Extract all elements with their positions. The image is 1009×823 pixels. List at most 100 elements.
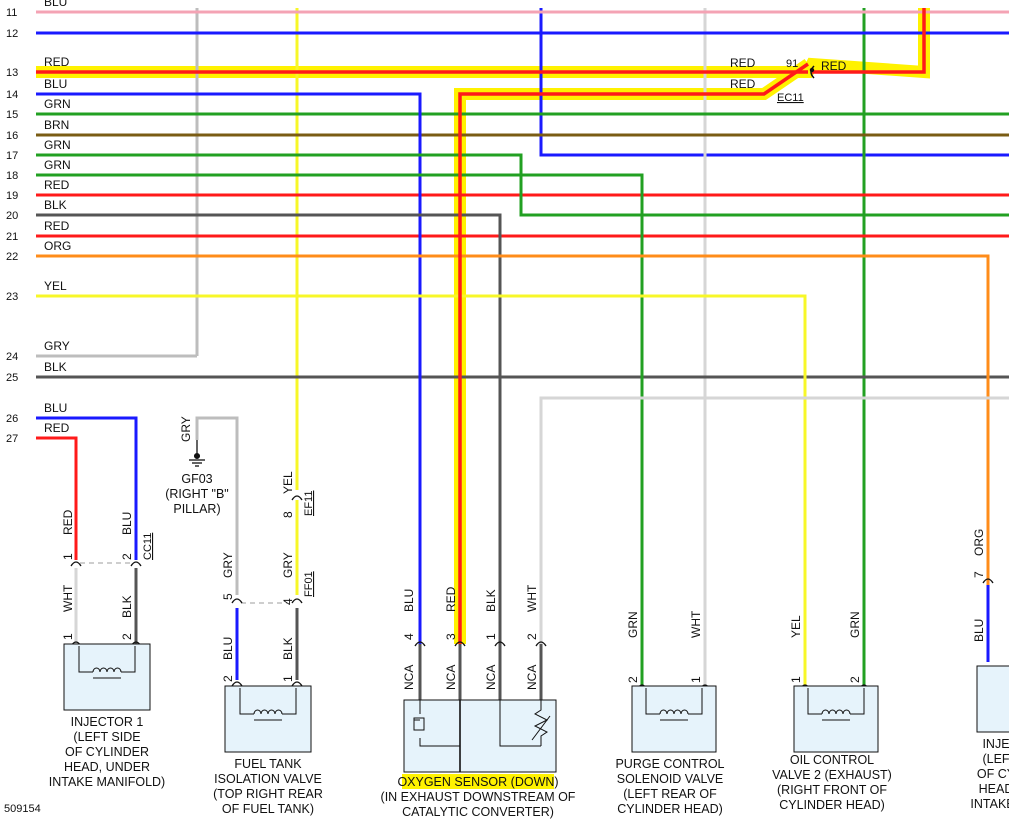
pin-hook-10 — [454, 641, 466, 647]
wire-label-blu-label-inj2: BLU — [972, 619, 986, 642]
component-name-0-line-1: (LEFT SIDE — [73, 730, 140, 744]
component-name-3-line-1: SOLENOID VALVE — [617, 772, 724, 786]
component-name-1-line-0: FUEL TANK — [234, 757, 302, 771]
component-name-5-line-1: (LEF — [982, 752, 1009, 766]
wire-label-pin-1-purge: 1 — [689, 676, 703, 683]
ground-id: GF03 — [181, 472, 212, 486]
wire-label-pin-1-ftiv: 1 — [281, 675, 295, 682]
wire-label-blk-label: BLK — [120, 595, 134, 618]
row-label-13: RED — [44, 55, 70, 69]
wire-label-pin-1-inj: 1 — [61, 633, 75, 640]
wire-org-drop-row22 — [36, 254, 990, 576]
coil-winding-1 — [253, 709, 283, 715]
row-number-18: 18 — [6, 170, 18, 182]
wire-yel-drop-row23 — [36, 294, 807, 680]
component-name-0-line-0: INJECTOR 1 — [71, 715, 144, 729]
ground-symbol — [189, 440, 205, 467]
wire-blu-drop-row14 — [36, 92, 422, 644]
component-name-5-line-4: INTAKE I — [970, 797, 1009, 811]
wire-grn-drop-row18 — [36, 173, 644, 680]
component-name-2-line-2: CATALYTIC CONVERTER) — [402, 805, 554, 819]
component-box-4 — [793, 685, 879, 753]
row-label-17: GRN — [44, 138, 71, 152]
pin-hook-9 — [414, 641, 426, 647]
wire-label-blu-label-o2: BLU — [402, 589, 416, 612]
splice-label-out-top: RED — [730, 56, 756, 70]
wire-gry-ground — [195, 416, 239, 595]
row-number-20: 20 — [6, 210, 18, 222]
splice-pin: 91 — [786, 58, 798, 70]
row-label-11: BLU — [44, 0, 67, 9]
pin-hook-1 — [130, 561, 142, 567]
coil-winding-0 — [92, 667, 122, 673]
row-label-16: BRN — [44, 118, 69, 132]
vertical-wires — [195, 8, 1009, 680]
ground-pin-label: GRY — [179, 416, 193, 442]
wire-label-nca-2: NCA — [525, 665, 539, 690]
coil-lead-right-1 — [282, 688, 297, 715]
row-label-20: BLK — [44, 198, 67, 212]
component-name-4-line-1: VALVE 2 (EXHAUST) — [772, 768, 892, 782]
coil-winding-3 — [821, 709, 851, 715]
component-box-5 — [976, 665, 1009, 733]
wire-label-pin-2-ftiv: 2 — [221, 675, 235, 682]
pin-hook-4 — [231, 598, 243, 604]
o2-title-highlight — [402, 774, 554, 789]
pin-hook-7 — [291, 681, 303, 687]
row-label-18: GRN — [44, 158, 71, 172]
pin-hooks — [70, 495, 994, 690]
component-name-0-line-2: OF CYLINDER — [65, 745, 149, 759]
row-number-17: 17 — [6, 150, 18, 162]
drop-wires — [36, 92, 1009, 680]
wire-label-nca-1: NCA — [484, 665, 498, 690]
wire-label-pin-8-ef11: 8 — [281, 511, 295, 518]
splice-label-out-bottom: RED — [730, 77, 756, 91]
wire-label-ef11-conn: EF11 — [303, 491, 315, 516]
row-number-27: 27 — [6, 433, 18, 445]
labels: 11BLU1213RED14BLU15GRN16BRN17GRN18GRN19R… — [6, 0, 1009, 819]
wire-label-blk-label-2: BLK — [281, 637, 295, 660]
row-number-26: 26 — [6, 413, 18, 425]
coil-lead-right-2 — [688, 688, 703, 715]
row-label-24: GRY — [44, 339, 70, 353]
wire-wht-drop-o2 — [539, 396, 1009, 644]
component-name-5-line-3: HEAD — [979, 782, 1009, 796]
component-name-1-line-2: (TOP RIGHT REAR — [213, 787, 323, 801]
wire-label-cc11-conn: CC11 — [142, 533, 154, 560]
coil-winding-2 — [659, 709, 689, 715]
row-label-26: BLU — [44, 401, 67, 415]
wire-label-pin-1-cc11: 1 — [61, 553, 75, 560]
wire-label-grn-label-ocv: GRN — [848, 611, 862, 638]
component-name-4-line-0: OIL CONTROL — [790, 753, 874, 767]
wire-label-yel-label: YEL — [281, 471, 295, 494]
component-box-1 — [224, 685, 312, 753]
coil-lead-right-3 — [850, 688, 865, 715]
coil-lead-left-1 — [239, 688, 254, 715]
wire-label-pin-2-purge: 2 — [626, 676, 640, 683]
wire-label-grn-label-purge: GRN — [626, 611, 640, 638]
component-name-5-line-0: INJE — [982, 737, 1009, 751]
wire-label-pin-2-inj: 2 — [120, 633, 134, 640]
splice-node — [809, 67, 815, 73]
pin-hook-6 — [231, 681, 243, 687]
wire-label-pin-2-ocv: 2 — [848, 676, 862, 683]
wire-label-pin-2-cc11: 2 — [120, 553, 134, 560]
wire-label-wht-label-purge: WHT — [689, 610, 703, 638]
row-number-21: 21 — [6, 231, 18, 243]
wire-label-pin-7-inj2: 7 — [972, 571, 986, 578]
wire-label-pin-1-o2: 1 — [484, 633, 498, 640]
wire-label-wht-label: WHT — [61, 584, 75, 612]
row-number-22: 22 — [6, 251, 18, 263]
wire-label-pin-1-ocv: 1 — [789, 676, 803, 683]
o2-sensor-resistor — [499, 700, 549, 747]
component-name-2-line-0: OXYGEN SENSOR (DOWN) — [397, 775, 558, 789]
component-name-5-line-2: OF CY — [977, 767, 1009, 781]
wire-label-blk-label-o2: BLK — [484, 589, 498, 612]
row-number-14: 14 — [6, 89, 18, 101]
wire-blk-drop-row20 — [36, 213, 502, 644]
wire-blu-drop-row26 — [36, 416, 138, 560]
pin-hook-0 — [70, 561, 82, 567]
connector-dashes — [80, 562, 287, 604]
wire-label-blu-label: BLU — [120, 512, 134, 535]
